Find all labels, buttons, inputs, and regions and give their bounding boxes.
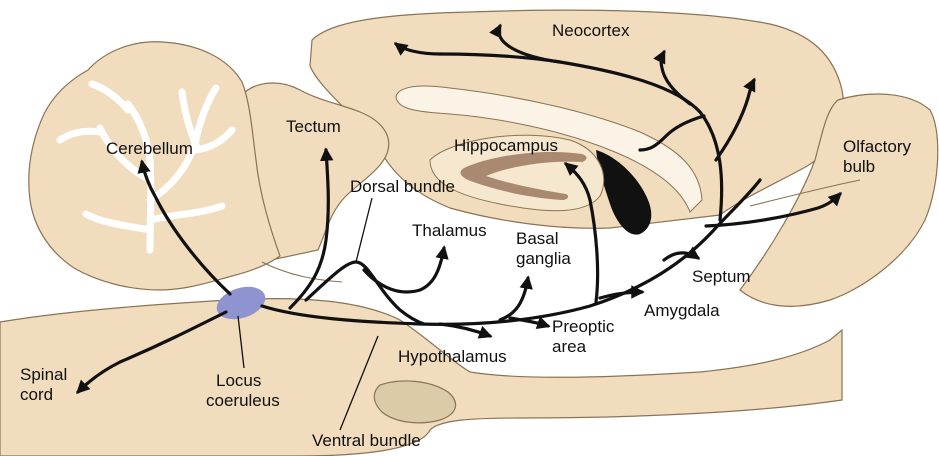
pathway-dorsal-bundle xyxy=(304,260,426,326)
internal-boundaries xyxy=(261,179,861,283)
label-olfactory-bulb-line2: bulb xyxy=(843,157,875,176)
label-olfactory-bulb-line1: Olfactory xyxy=(843,137,912,156)
pathway-hippocampus xyxy=(563,162,600,304)
pathway-tectum xyxy=(288,147,334,310)
label-cerebellum: Cerebellum xyxy=(106,139,193,158)
ventral-lobe xyxy=(373,380,457,424)
pathway-spinal-cord xyxy=(76,310,228,394)
label-spinal-cord-line1: Spinal xyxy=(20,365,67,384)
label-basal-ganglia-line2: ganglia xyxy=(516,249,571,268)
pathway-preoptic-area xyxy=(508,316,551,329)
pathway-neocortex-arrow-2 xyxy=(489,23,562,64)
label-spinal-cord-line2: cord xyxy=(20,385,53,404)
pathway-cortex-branch xyxy=(638,114,706,152)
pathway-basal-ganglia xyxy=(498,275,533,322)
leader-locus-coeruleus xyxy=(237,315,245,369)
pathway-neocortex-arrow-1 xyxy=(393,42,442,56)
label-preoptic-area-line2: area xyxy=(552,337,587,356)
label-ventral-bundle: Ventral bundle xyxy=(312,431,421,450)
pathway-hypothalamus xyxy=(438,322,493,339)
leader-lines xyxy=(237,197,379,431)
pathway-septum xyxy=(662,246,701,262)
pathway-neocortex-arrow-3 xyxy=(653,49,692,106)
cerebellum-region xyxy=(28,41,281,291)
label-tectum: Tectum xyxy=(286,117,341,136)
label-amygdala: Amygdala xyxy=(644,301,720,320)
labels: Neocortex Tectum Cerebellum Hippocampus … xyxy=(20,21,912,450)
pathway-cerebellum xyxy=(137,159,232,296)
label-basal-ganglia-line1: Basal xyxy=(516,229,559,248)
label-septum: Septum xyxy=(692,267,751,286)
pathway-neocortex-arrow-4 xyxy=(714,77,756,162)
label-preoptic-area-line1: Preoptic xyxy=(552,317,615,336)
label-dorsal-bundle: Dorsal bundle xyxy=(350,177,455,196)
cerebellum-white-matter xyxy=(56,80,236,254)
pathway-ventral-bundle xyxy=(260,178,762,326)
hippocampus-shape xyxy=(460,151,587,200)
pathway-thalamus xyxy=(362,245,449,294)
pathway-amygdala xyxy=(598,285,645,300)
ventricle xyxy=(596,150,652,235)
leader-ventral-bundle xyxy=(339,335,379,431)
label-hippocampus: Hippocampus xyxy=(454,136,558,155)
pathway-olfactory-bulb xyxy=(704,192,842,228)
label-locus-coeruleus-line1: Locus xyxy=(216,371,261,390)
leader-dorsal-bundle xyxy=(355,197,373,263)
label-thalamus: Thalamus xyxy=(412,221,487,240)
label-locus-coeruleus-line2: coeruleus xyxy=(206,391,280,410)
label-neocortex: Neocortex xyxy=(552,21,630,40)
label-hypothalamus: Hypothalamus xyxy=(398,347,507,366)
noradrenergic-pathways xyxy=(76,23,842,394)
